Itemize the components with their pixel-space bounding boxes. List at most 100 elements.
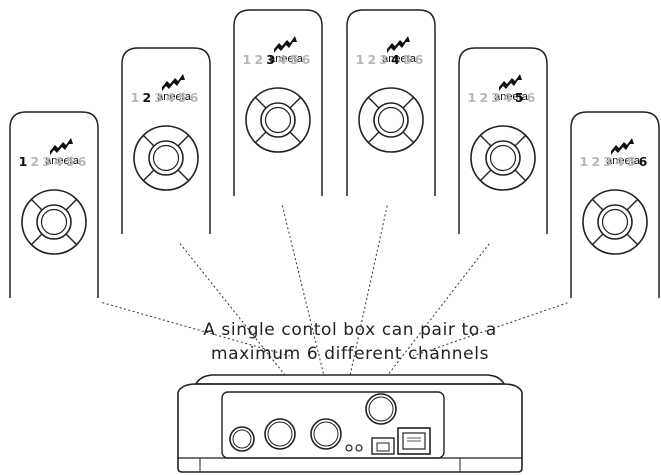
channel-number: 1 [580,154,589,169]
pad-divider [142,134,155,147]
channel-number-active: 1 [19,154,28,169]
pairing-link-line [412,293,594,357]
channel-number-active: 3 [266,52,275,67]
brand-name: aneeta [157,91,192,103]
channel-number: 5 [290,52,299,67]
caption: A single contol box can pair to a maximu… [203,320,497,364]
channel-number: 4 [54,154,63,169]
round-port-icon [310,418,342,450]
direction-pad[interactable] [358,87,424,153]
channel-number: 3 [154,90,163,105]
channel-number: 3 [491,90,500,105]
pad-divider [402,131,415,144]
pad-divider [142,169,155,182]
pad-divider [479,169,492,182]
direction-pad[interactable] [582,189,648,255]
channel-number: 6 [190,90,199,105]
pad-divider [30,198,43,211]
pad-divider [254,96,267,109]
channel-number: 4 [166,90,175,105]
channel-number: 5 [66,154,75,169]
channel-number: 1 [468,90,477,105]
channel-number: 4 [503,90,512,105]
pairing-link-line [71,293,291,357]
pad-divider [591,233,604,246]
channel-number: 1 [356,52,365,67]
channel-number: 5 [627,154,636,169]
channel-number: 4 [615,154,624,169]
aneeta-wave-logo-icon [387,36,410,53]
caption-line-2: maximum 6 different channels [211,344,489,364]
pad-divider [514,134,527,147]
pad-divider [367,96,380,109]
pad-divider [65,233,78,246]
pad-divider [289,131,302,144]
direction-pad[interactable] [245,87,311,153]
pad-divider [514,169,527,182]
pad-divider [626,198,639,211]
pad-divider [591,198,604,211]
network-port-icon [397,427,431,455]
pad-divider [177,169,190,182]
aneeta-wave-logo-icon [162,74,185,91]
small-network-port-icon [371,437,395,455]
pad-divider [402,96,415,109]
channel-number: 6 [527,90,536,105]
channel-number-active: 4 [391,52,400,67]
pairing-link-line [348,187,392,381]
channel-number: 2 [591,154,600,169]
channel-number: 6 [78,154,87,169]
channel-number: 6 [302,52,311,67]
pairing-link-line [277,187,326,381]
brand-name: aneeta [494,91,529,103]
channel-number: 3 [603,154,612,169]
channel-number: 3 [42,154,51,169]
channel-number: 2 [479,90,488,105]
aneeta-wave-logo-icon [274,36,297,53]
pad-divider [626,233,639,246]
indicator-led-icon [345,444,353,452]
channel-number: 5 [178,90,187,105]
pairing-link-lines [71,187,594,381]
brand-name: aneeta [606,155,641,167]
aneeta-wave-logo-icon [611,138,634,155]
direction-pad[interactable] [470,125,536,191]
aneeta-wave-logo-icon [50,138,73,155]
channel-number: 5 [403,52,412,67]
brand-name: aneeta [45,155,80,167]
pairing-link-line [383,225,504,381]
channel-number-active: 6 [639,154,648,169]
direction-pad[interactable] [21,189,87,255]
channel-number: 6 [415,52,424,67]
channel-number-active: 5 [515,90,524,105]
round-port-icon [365,393,397,425]
aneeta-wave-logo-icon [499,74,522,91]
brand-name: aneeta [269,53,304,65]
direction-pad[interactable] [133,125,199,191]
channel-number: 3 [379,52,388,67]
pad-divider [479,134,492,147]
pad-divider [289,96,302,109]
pad-divider [367,131,380,144]
pad-divider [65,198,78,211]
center-button[interactable] [148,140,184,176]
channel-number: 2 [254,52,263,67]
round-port-icon [229,426,255,452]
round-port-icon [264,418,296,450]
pairing-link-line [165,225,290,381]
pad-divider [177,134,190,147]
pad-divider [30,233,43,246]
channel-number: 1 [243,52,252,67]
pad-divider [254,131,267,144]
caption-line-1: A single contol box can pair to a [203,320,497,340]
channel-number: 2 [367,52,376,67]
indicator-led-icon [355,444,363,452]
connector-panel [221,391,445,459]
